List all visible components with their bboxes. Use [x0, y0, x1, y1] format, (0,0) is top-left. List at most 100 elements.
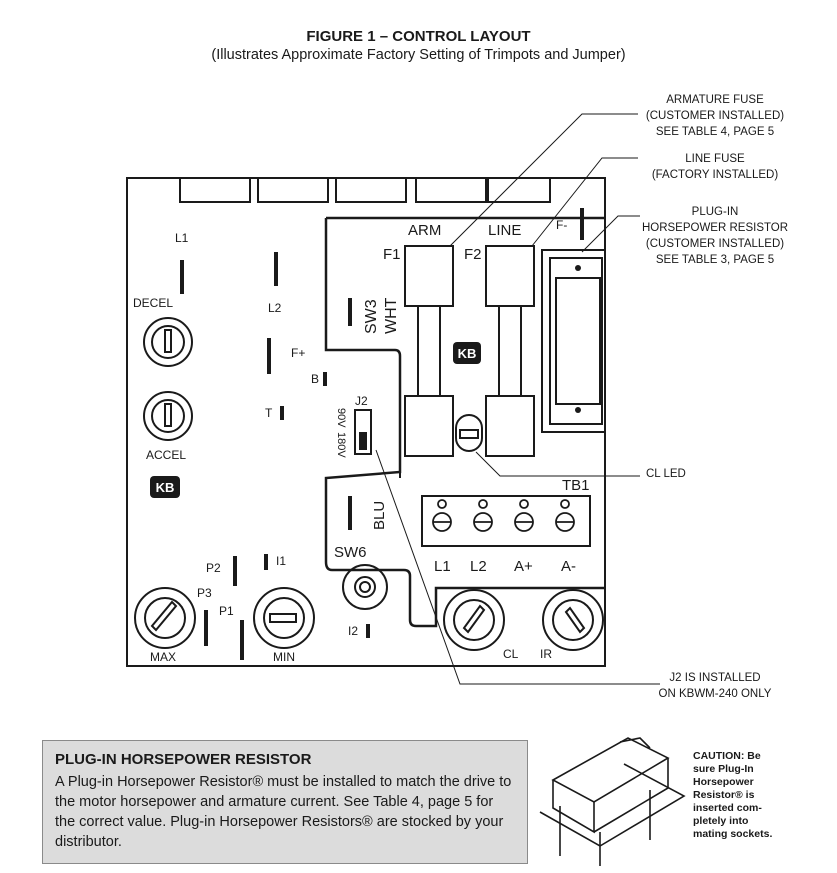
cl-indicator — [462, 604, 486, 634]
cl-led-window — [459, 429, 479, 439]
sw6-label: SW6 — [334, 544, 367, 561]
line-fuse-callout: LINE FUSE (FACTORY INSTALLED) — [640, 151, 790, 183]
decel-trimpot — [143, 317, 193, 367]
connector-tab — [415, 177, 487, 203]
l1-bar — [180, 260, 184, 294]
line-label: LINE — [488, 222, 522, 239]
armature-fuse-f1 — [417, 305, 441, 397]
kb-logo-board: KB — [453, 342, 481, 364]
i2-bar — [366, 624, 370, 638]
cl-trimpot — [453, 599, 495, 641]
callout-line: PLUG-IN — [691, 206, 739, 218]
v90-label: 90V — [335, 408, 347, 428]
plugin-resistor-info-box: PLUG-IN HORSEPOWER RESISTOR A Plug-in Ho… — [42, 740, 528, 864]
min-indicator — [269, 613, 297, 623]
accel-indicator — [164, 403, 172, 427]
accel-trimpot — [151, 399, 185, 433]
leader-resistor — [581, 215, 640, 253]
resistor-pin — [575, 265, 581, 271]
f2-label: F2 — [464, 246, 482, 263]
info-box-title: PLUG-IN HORSEPOWER RESISTOR — [55, 751, 312, 768]
fminus-label: F- — [556, 218, 568, 232]
callout-line: J2 IS INSTALLED — [669, 672, 761, 684]
l2-label: L2 — [268, 301, 282, 315]
ir-indicator — [564, 606, 586, 634]
p1-label: P1 — [219, 604, 234, 618]
p3-bar — [204, 610, 208, 646]
j2-label: J2 — [355, 394, 368, 408]
resistor-body — [549, 257, 603, 425]
armature-fuse-f1 — [404, 395, 454, 457]
ir-trimpot — [552, 599, 594, 641]
resistor-body-inner — [555, 277, 601, 405]
fplus-bar — [267, 338, 271, 374]
f1-label: F1 — [383, 246, 401, 263]
max-indicator — [150, 600, 178, 632]
resistor-pin — [575, 407, 581, 413]
connector-tab — [179, 177, 251, 203]
tb1-l2-label: L2 — [470, 558, 487, 575]
connector-tab — [335, 177, 407, 203]
line-fuse-f2 — [485, 245, 535, 307]
armature-fuse-f1 — [404, 245, 454, 307]
cl-trimpot — [443, 589, 505, 651]
caution-line: pletely into — [693, 815, 749, 827]
t-label: T — [265, 406, 273, 420]
kb-logo-text: KB — [156, 480, 175, 495]
caution-line: inserted com- — [693, 802, 762, 814]
power-section-outline — [324, 216, 605, 628]
tb1-terminal-top — [560, 499, 570, 509]
v180-label: 180V — [335, 432, 347, 458]
l1-label: L1 — [175, 231, 189, 245]
fplus-label: F+ — [291, 346, 306, 360]
callout-line: (FACTORY INSTALLED) — [651, 169, 779, 181]
i2-label: I2 — [348, 624, 359, 638]
callout-line: LINE FUSE — [685, 153, 745, 165]
terminal-block-tb1 — [421, 495, 591, 547]
b-label: B — [311, 372, 320, 386]
caution-note: CAUTION: Be sure Plug-In Horsepower Resi… — [693, 750, 813, 841]
fminus-bar — [580, 208, 584, 240]
j2-note-callout: J2 IS INSTALLED ON KBWM-240 ONLY — [640, 670, 790, 702]
j2-jumper-cap — [359, 432, 367, 450]
tb1-terminal-top — [437, 499, 447, 509]
accel-label: ACCEL — [146, 448, 187, 462]
p2-bar — [233, 556, 237, 586]
sw6-switch — [359, 581, 371, 593]
b-bar — [323, 372, 327, 386]
cl-label: CL — [503, 647, 519, 661]
min-trimpot — [253, 587, 315, 649]
ir-trimpot — [542, 589, 604, 651]
caution-line: Horsepower — [693, 776, 754, 788]
line-fuse-f2 — [485, 395, 535, 457]
cl-led — [455, 414, 483, 452]
j2-jumper — [354, 409, 372, 455]
decel-indicator — [164, 329, 172, 353]
plugin-resistor-callout: PLUG-IN HORSEPOWER RESISTOR (CUSTOMER IN… — [640, 204, 790, 268]
tb1-aplus-label: A+ — [514, 558, 533, 575]
figure-title: FIGURE 1 – CONTROL LAYOUT — [306, 28, 531, 45]
accel-trimpot — [143, 391, 193, 441]
i1-label: I1 — [276, 554, 287, 568]
t-bar — [280, 406, 284, 420]
leader-cl-led — [475, 451, 640, 477]
min-trimpot — [263, 597, 305, 639]
kb-logo-left: KB — [150, 476, 180, 498]
sw3-bar — [348, 298, 352, 326]
wht-label: WHT — [383, 297, 400, 334]
tb1-l1-label: L1 — [434, 558, 451, 575]
leader-line-fuse — [531, 157, 638, 247]
caution-line: Resistor® is — [693, 789, 755, 801]
callout-line: SEE TABLE 4, PAGE 5 — [655, 126, 775, 138]
callout-line: HORSEPOWER RESISTOR — [641, 222, 789, 234]
tb1-aminus-label: A- — [561, 558, 576, 575]
ir-label: IR — [540, 647, 552, 661]
callout-line: (CUSTOMER INSTALLED) — [645, 238, 785, 250]
leader-armature-fuse — [449, 113, 638, 247]
caution-line: sure Plug-In — [693, 763, 754, 775]
l2-bar — [274, 252, 278, 286]
resistor-illustration — [539, 737, 686, 866]
max-trimpot — [144, 597, 186, 639]
armature-fuse-callout: ARMATURE FUSE (CUSTOMER INSTALLED) SEE T… — [640, 92, 790, 140]
